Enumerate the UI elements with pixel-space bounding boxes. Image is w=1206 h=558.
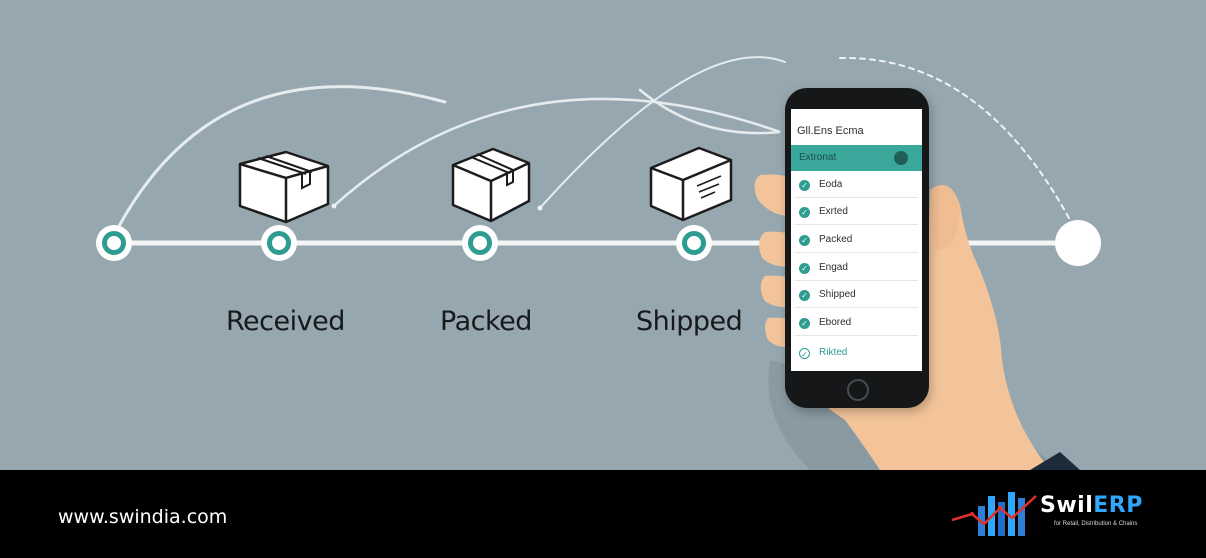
phone-screen: Gll.Ens Ecma Extronat ✓ Eoda ✓ Exrted ✓ … (791, 109, 922, 371)
brand-suffix: ERP (1093, 493, 1143, 518)
status-row-label: Engad (819, 262, 848, 273)
check-icon: ✓ (799, 290, 810, 301)
step-node-delivered (1055, 220, 1101, 266)
status-row[interactable]: ✓ Engad (795, 256, 918, 281)
check-icon: ✓ (799, 318, 810, 329)
brand-tagline: for Retail, Distribution & Chains (1054, 521, 1138, 527)
status-row-label: Packed (819, 234, 853, 245)
brand-name: SwilERP (1040, 493, 1143, 518)
swilerp-logo-icon (951, 492, 1037, 536)
thumb-illustration (0, 0, 1206, 470)
check-icon: ✓ (799, 207, 810, 218)
step-node-received (261, 225, 297, 261)
check-icon: ✓ (799, 348, 810, 359)
check-icon: ✓ (799, 263, 810, 274)
status-row[interactable]: ✓ Eoda (795, 173, 918, 198)
shipped-box-icon (649, 146, 733, 222)
screen-header-icon (894, 151, 908, 165)
home-button[interactable] (847, 379, 869, 401)
step-node-shipped (676, 225, 712, 261)
status-row-label: Shipped (819, 289, 856, 300)
status-row-label: Rikted (819, 347, 848, 358)
status-row[interactable]: ✓ Rikted (795, 341, 918, 366)
status-row[interactable]: ✓ Exrted (795, 200, 918, 225)
step-node-start (96, 225, 132, 261)
footer: www.swindia.com SwilERP for Retail, Dist… (0, 470, 1206, 558)
status-row-label: Eoda (819, 179, 843, 190)
step-label-received: Received (226, 306, 345, 337)
screen-header-label: Extronat (799, 152, 837, 163)
step-label-packed: Packed (440, 306, 532, 337)
status-row[interactable]: ✓ Shipped (795, 283, 918, 308)
screen-title: Gll.Ens Ecma (797, 125, 864, 137)
status-row-label: Ebored (819, 317, 852, 328)
status-row-label: Exrted (819, 206, 848, 217)
order-tracking-scene: Received Packed Shipped Gll.Ens Ecma Ext… (0, 0, 1206, 470)
check-icon: ✓ (799, 235, 810, 246)
brand-prefix: Swil (1040, 493, 1094, 518)
status-row[interactable]: ✓ Ebored (795, 311, 918, 336)
website-link[interactable]: www.swindia.com (58, 506, 228, 528)
check-icon: ✓ (799, 180, 810, 191)
received-box-icon (238, 150, 330, 224)
status-row[interactable]: ✓ Packed (795, 228, 918, 253)
step-node-packed (462, 225, 498, 261)
packed-box-icon (451, 147, 531, 223)
step-label-shipped: Shipped (636, 306, 743, 337)
